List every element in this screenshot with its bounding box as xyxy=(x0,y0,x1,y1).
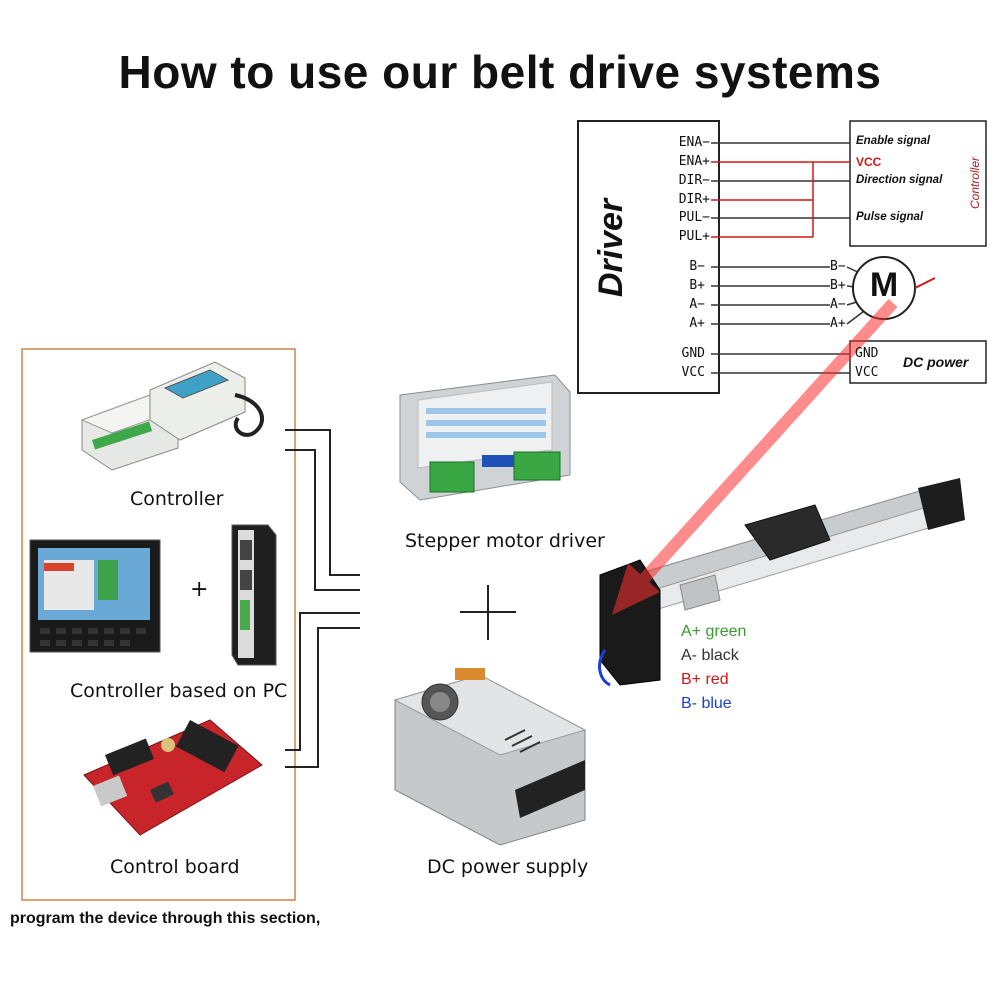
motor-pin-b-minus: B− xyxy=(830,259,846,274)
pin-pul-minus: PUL− xyxy=(678,210,710,225)
signal-wires xyxy=(711,142,850,238)
wire-b-plus: B+ red xyxy=(681,671,729,688)
center-plus-sign xyxy=(460,585,516,640)
wire-a-minus: A- black xyxy=(681,647,739,664)
stepper-driver-label: Stepper motor driver xyxy=(405,530,605,552)
control-board-label: Control board xyxy=(110,856,240,878)
pin-a-plus: A+ xyxy=(689,316,705,331)
motor-pin-a-plus: A+ xyxy=(830,316,846,331)
controller-label: Controller xyxy=(130,488,224,510)
motor-pin-b-plus: B+ xyxy=(830,278,846,293)
program-section-frame xyxy=(21,348,296,901)
connection-lines xyxy=(285,429,360,768)
power-pin-vcc: VCC xyxy=(855,365,879,380)
footer-note: program the device through this section, xyxy=(10,910,321,927)
enable-signal-label: Enable signal xyxy=(856,135,931,147)
pin-b-plus: B+ xyxy=(689,278,705,293)
wire-b-minus: B- blue xyxy=(681,695,732,712)
pin-pul-plus: PUL+ xyxy=(678,229,710,244)
pc-screen-image xyxy=(29,539,161,653)
pc-controller-label: Controller based on PC xyxy=(70,680,288,702)
pin-ena-plus: ENA+ xyxy=(678,154,710,169)
driver-schematic xyxy=(577,120,987,394)
stepper-driver-image xyxy=(399,374,571,501)
dc-power-supply-image xyxy=(393,668,587,846)
wire-a-plus: A+ green xyxy=(681,623,747,640)
motor-symbol: M xyxy=(869,266,899,304)
motor-wires xyxy=(711,266,869,325)
direction-signal-label: Direction signal xyxy=(856,174,943,186)
dc-power-label: DC power xyxy=(903,354,969,370)
pointer-arrow xyxy=(612,298,898,615)
pulse-signal-label: Pulse signal xyxy=(856,211,924,223)
pin-b-minus: B− xyxy=(689,259,705,274)
pin-dir-minus: DIR− xyxy=(678,173,710,188)
belt-drive-actuator-image xyxy=(598,478,965,687)
plus-sign: + xyxy=(190,577,209,602)
pc-tower-image xyxy=(231,524,277,666)
controller-device-image xyxy=(80,361,265,471)
pin-a-minus: A− xyxy=(689,297,705,312)
pin-dir-plus: DIR+ xyxy=(678,192,710,207)
pin-ena-minus: ENA− xyxy=(678,135,710,150)
controller-box-title: Controller xyxy=(968,156,982,210)
vcc-signal-label: VCC xyxy=(856,155,882,169)
page-title: How to use our belt drive systems xyxy=(118,46,882,98)
motor-pin-a-minus: A− xyxy=(830,297,846,312)
control-board-image xyxy=(83,719,263,836)
pin-gnd: GND xyxy=(681,346,705,361)
power-pin-gnd: GND xyxy=(855,346,879,361)
driver-title: Driver xyxy=(592,198,630,298)
dc-power-supply-label: DC power supply xyxy=(427,856,589,878)
pin-vcc: VCC xyxy=(681,365,705,380)
